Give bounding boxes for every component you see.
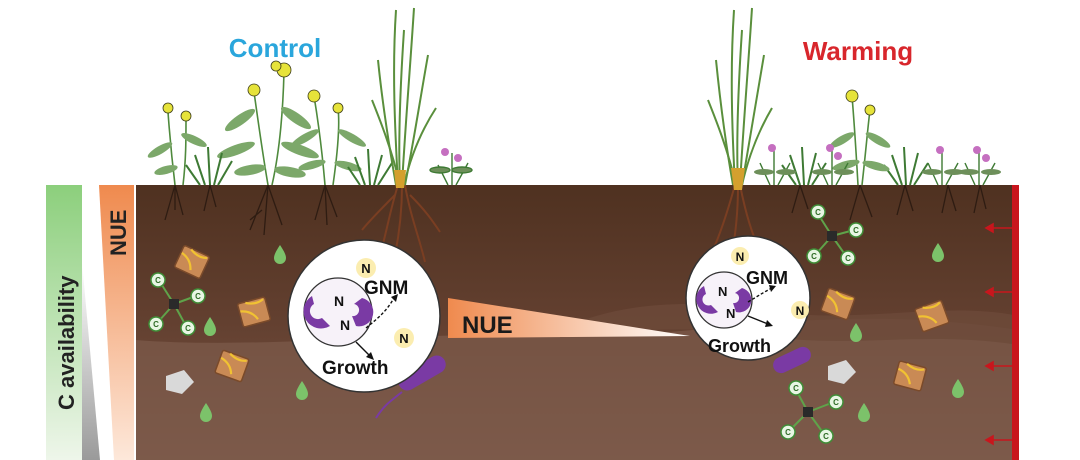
svg-text:C: C bbox=[155, 276, 161, 285]
svg-text:C: C bbox=[811, 252, 817, 261]
svg-text:C: C bbox=[845, 254, 851, 263]
control-plants bbox=[147, 7, 473, 263]
svg-text:N: N bbox=[796, 304, 805, 318]
svg-text:C: C bbox=[185, 324, 191, 333]
svg-text:C: C bbox=[153, 320, 159, 329]
carbon-molecule: C C C C bbox=[780, 380, 844, 444]
control-cell: N N N N GNM Growth bbox=[287, 239, 441, 393]
warming-cell: N N N N GNM Growth bbox=[685, 235, 811, 361]
svg-text:C: C bbox=[195, 292, 201, 301]
warming-heat-bar bbox=[984, 185, 1019, 460]
svg-text:C: C bbox=[815, 208, 821, 217]
svg-text:C: C bbox=[833, 398, 839, 407]
svg-text:N: N bbox=[718, 284, 727, 299]
c-availability-bar: C availability bbox=[46, 185, 82, 460]
nue-bar: NUE bbox=[99, 185, 134, 460]
growth-label-control: Growth bbox=[322, 358, 389, 379]
microbe-warming bbox=[773, 346, 811, 374]
warming-soil-items: C C C C C C C C bbox=[773, 204, 964, 444]
svg-text:C: C bbox=[823, 432, 829, 441]
gnm-label-control: GNM bbox=[364, 278, 408, 299]
svg-text:C: C bbox=[785, 428, 791, 437]
svg-text:C: C bbox=[853, 226, 859, 235]
nue-side-label: NUE bbox=[106, 210, 131, 256]
control-title: Control bbox=[229, 33, 321, 63]
svg-text:N: N bbox=[736, 250, 745, 264]
warming-title: Warming bbox=[803, 36, 913, 66]
warming-plants bbox=[707, 7, 1001, 253]
nue-decrease-wedge: NUE bbox=[448, 298, 690, 339]
c-availability-label: C availability bbox=[54, 275, 79, 410]
control-soil-items: C C C C bbox=[148, 244, 446, 422]
nue-center-label: NUE bbox=[462, 312, 513, 339]
microbe-control bbox=[375, 355, 446, 419]
svg-text:N: N bbox=[361, 261, 370, 276]
gnm-label-warming: GNM bbox=[746, 268, 788, 288]
svg-text:N: N bbox=[399, 331, 408, 346]
svg-text:N: N bbox=[340, 317, 350, 333]
carbon-molecule: C C C C bbox=[148, 272, 206, 336]
svg-text:C: C bbox=[793, 384, 799, 393]
svg-text:N: N bbox=[334, 293, 344, 309]
grey-wedge bbox=[82, 262, 100, 460]
carbon-molecule: C C C C bbox=[806, 204, 864, 266]
growth-label-warming: Growth bbox=[708, 336, 771, 356]
svg-text:N: N bbox=[726, 306, 735, 321]
